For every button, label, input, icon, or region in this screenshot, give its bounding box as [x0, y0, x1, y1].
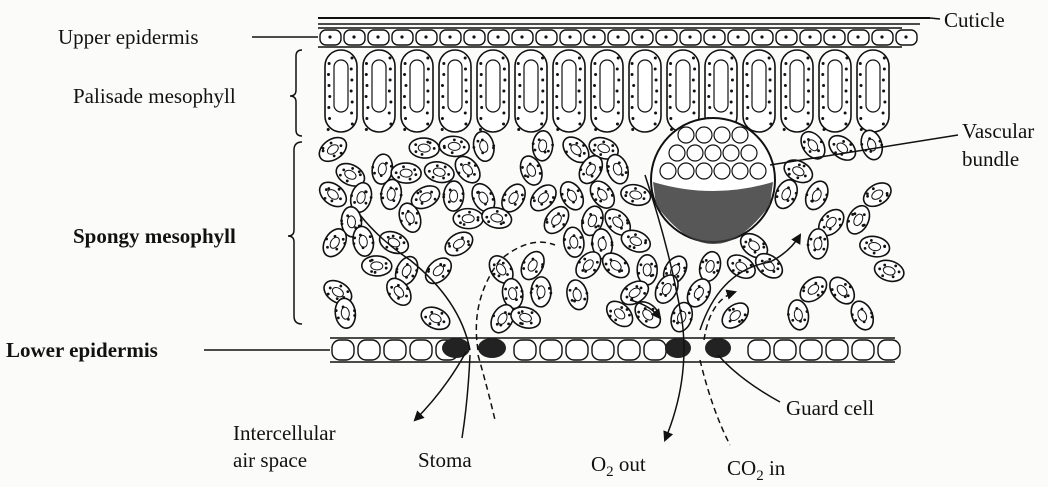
palisade-cells: [325, 50, 889, 132]
label-o2-out: O2 out: [591, 452, 646, 480]
palisade-cell: [857, 50, 889, 132]
xylem-cell: [678, 127, 694, 143]
label-intercellular: Intercellular: [233, 421, 336, 445]
label-stoma: Stoma: [418, 448, 472, 472]
label-upper-epidermis: Upper epidermis: [58, 25, 199, 49]
lower-epidermis-cell: [826, 340, 848, 360]
lower-epidermis-layer: [330, 338, 900, 362]
palisade-cell: [363, 50, 395, 132]
lower-epidermis-cell: [644, 340, 666, 360]
lower-epidermis-cell: [774, 340, 796, 360]
label-air-space: air space: [233, 448, 307, 472]
right-stoma-guard-cells: [665, 338, 731, 358]
lower-epidermis-cell: [540, 340, 562, 360]
spongy-cell: [717, 298, 753, 333]
label-palisade-mesophyll: Palisade mesophyll: [73, 84, 236, 108]
spongy-cell: [843, 202, 874, 238]
spongy-cell: [361, 255, 392, 276]
label-bundle: bundle: [962, 147, 1019, 171]
spongy-cell: [786, 298, 810, 331]
spongy-cell: [315, 133, 351, 167]
label-guard-cell: Guard cell: [786, 396, 874, 420]
lower-epidermis-cell: [800, 340, 822, 360]
xylem-cell: [696, 163, 712, 179]
label-co2-in: CO2 in: [727, 456, 786, 484]
lower-epidermis-cell: [592, 340, 614, 360]
xylem-cell: [750, 163, 766, 179]
upper-epidermis-layer: [318, 28, 917, 47]
spongy-cell: [421, 253, 456, 288]
spongy-bracket: [288, 142, 302, 324]
palisade-cell: [439, 50, 471, 132]
label-spongy-mesophyll: Spongy mesophyll: [73, 224, 236, 248]
palisade-cell: [325, 50, 357, 132]
label-vascular: Vascular: [962, 119, 1034, 143]
spongy-cell: [824, 131, 860, 165]
palisade-cell: [515, 50, 547, 132]
lower-epidermis-cell: [878, 340, 900, 360]
xylem-cell: [732, 163, 748, 179]
spongy-cell: [441, 227, 477, 260]
spongy-cell: [696, 249, 723, 283]
palisade-bracket: [290, 50, 302, 136]
lower-epidermis-cell: [358, 340, 380, 360]
xylem-cell: [741, 145, 757, 161]
xylem-cell: [705, 145, 721, 161]
stoma-guard-cells: [442, 338, 506, 358]
xylem-cell: [678, 163, 694, 179]
spongy-cell: [471, 130, 496, 163]
spongy-cell: [409, 137, 440, 159]
spongy-cell: [418, 303, 454, 334]
xylem-cell: [732, 127, 748, 143]
spongy-cells: [315, 127, 907, 336]
spongy-cell: [376, 227, 411, 257]
lower-epidermis-cell: [852, 340, 874, 360]
lower-epidermis-cell: [566, 340, 588, 360]
lower-epidermis-cell: [514, 340, 536, 360]
xylem-cell: [687, 145, 703, 161]
palisade-cell: [553, 50, 585, 132]
lower-epidermis-cell: [410, 340, 432, 360]
xylem-cell: [714, 127, 730, 143]
cuticle-layer: [318, 18, 930, 24]
spongy-cell: [637, 255, 657, 285]
spongy-cell: [562, 226, 586, 258]
spongy-cell: [334, 297, 358, 329]
spongy-cell: [453, 208, 483, 229]
palisade-cell: [667, 50, 699, 132]
palisade-cell: [401, 50, 433, 132]
xylem-cell: [714, 163, 730, 179]
spongy-cell: [619, 182, 653, 208]
spongy-cell: [858, 234, 892, 260]
xylem-cell: [669, 145, 685, 161]
spongy-cell: [442, 181, 464, 212]
spongy-cell: [872, 257, 907, 285]
palisade-cell: [743, 50, 775, 132]
lower-epidermis-cell: [748, 340, 770, 360]
spongy-cell: [532, 130, 554, 161]
palisade-cell: [629, 50, 661, 132]
lower-epidermis-cell: [332, 340, 354, 360]
xylem-cell: [696, 127, 712, 143]
lower-epidermis-cell: [618, 340, 640, 360]
spongy-cell: [807, 229, 829, 260]
vascular-bundle: [651, 118, 775, 244]
spongy-cell: [438, 135, 470, 158]
xylem-cell: [723, 145, 739, 161]
spongy-cell: [858, 128, 886, 163]
palisade-cell: [477, 50, 509, 132]
xylem-cell: [660, 163, 676, 179]
label-cuticle: Cuticle: [944, 8, 1005, 32]
palisade-cell: [819, 50, 851, 132]
spongy-cell: [564, 278, 590, 312]
lower-epidermis-cell: [384, 340, 406, 360]
spongy-cell: [530, 277, 553, 308]
label-lower-epidermis: Lower epidermis: [6, 338, 158, 362]
palisade-cell: [591, 50, 623, 132]
palisade-cell: [781, 50, 813, 132]
